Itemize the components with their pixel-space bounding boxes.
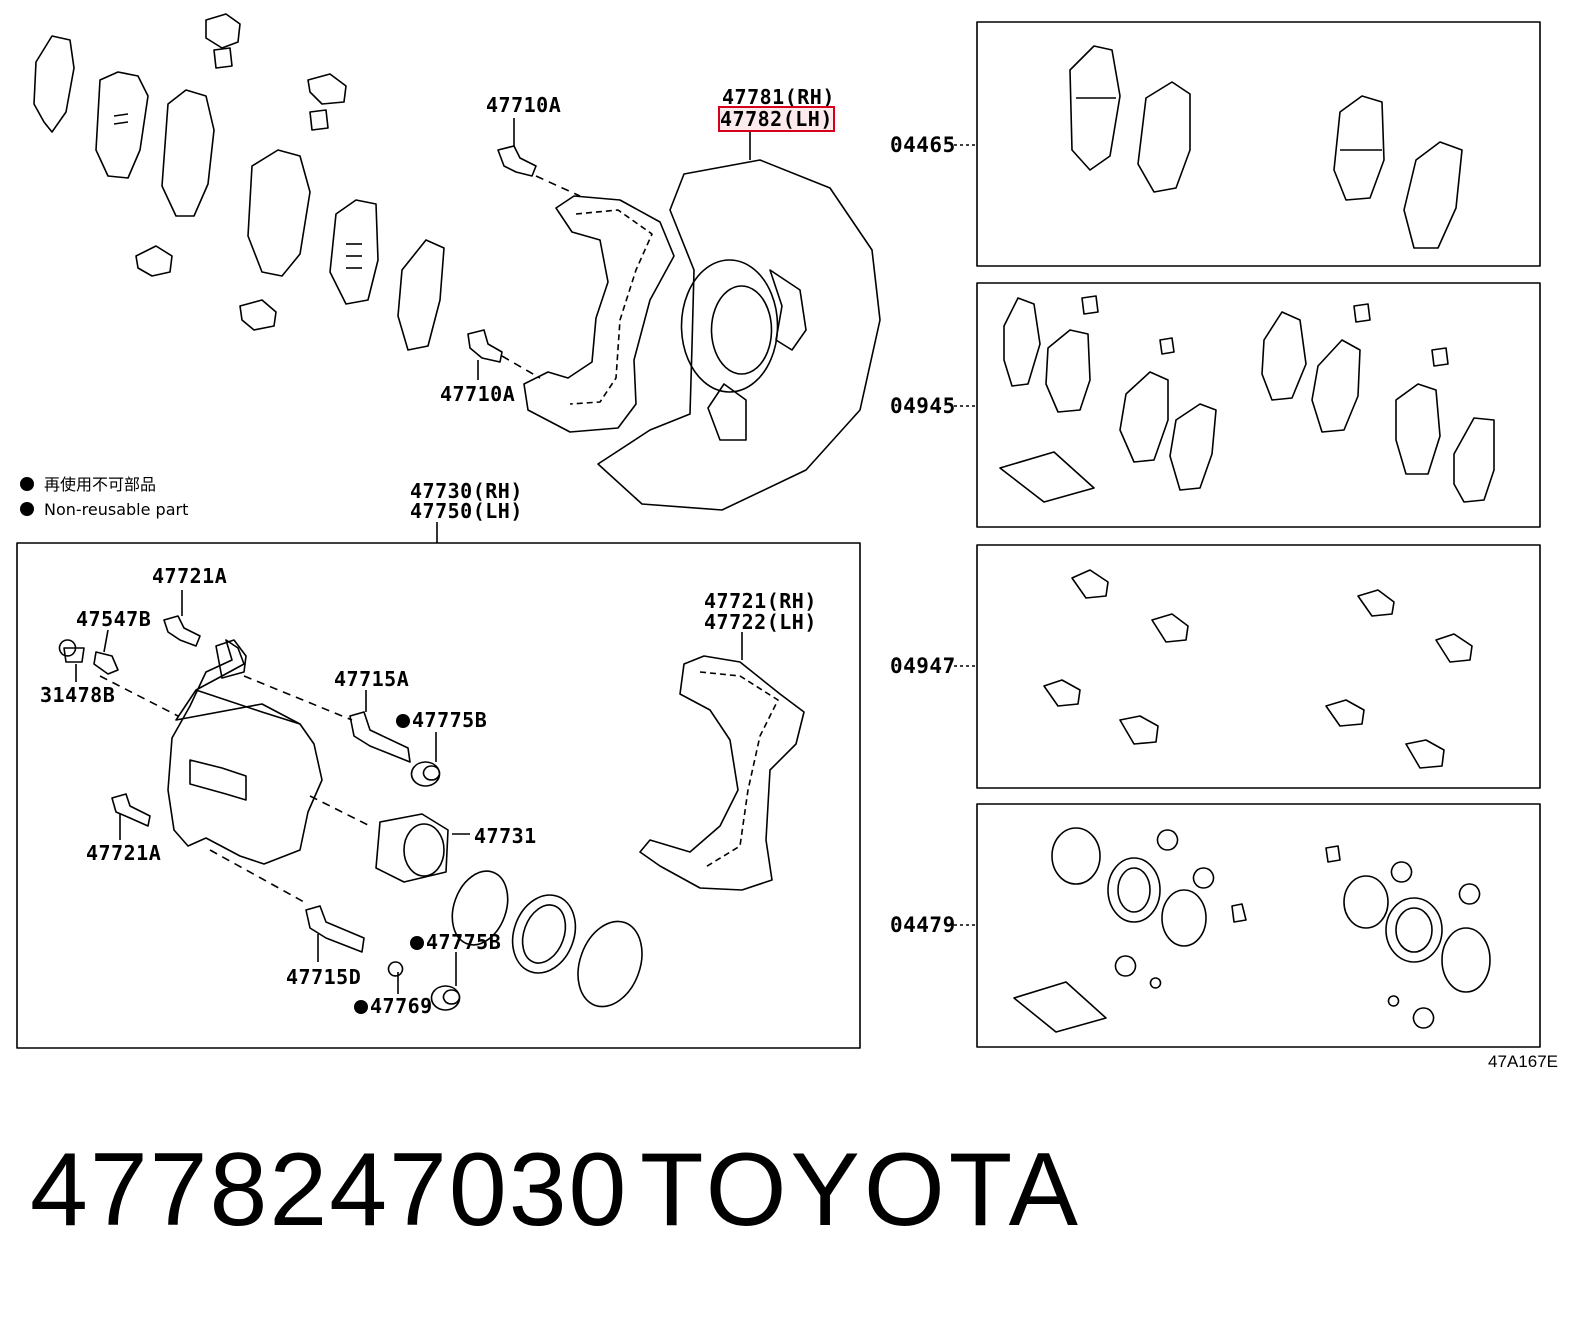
pad-set-top-left bbox=[33, 13, 445, 351]
caliper-body bbox=[99, 639, 371, 903]
caliper-bracket-top bbox=[523, 195, 675, 433]
callout-caliper-lh[interactable]: 47750(LH) bbox=[410, 499, 523, 523]
callout-boot-upper-text: 47775B bbox=[412, 708, 488, 732]
brand-name: TOYOTA bbox=[640, 1132, 1082, 1248]
callout-bleeder-cap[interactable]: 31478B bbox=[40, 683, 116, 707]
legend-japanese-text: 再使用不可部品 bbox=[44, 475, 157, 494]
non-reusable-dot-icon bbox=[410, 936, 424, 950]
legend-japanese: 再使用不可部品 bbox=[20, 475, 156, 495]
callout-caliper-rh[interactable]: 47730(RH) bbox=[410, 479, 523, 503]
kit-code-04945[interactable]: 04945 bbox=[890, 394, 956, 418]
kit-box-04465 bbox=[976, 21, 1541, 267]
callout-seal-small[interactable]: 47769 bbox=[354, 995, 433, 1017]
callout-slide-pin-upper[interactable]: 47715A bbox=[334, 667, 410, 691]
legend-bullet-icon bbox=[20, 477, 34, 491]
callout-boot-lower-text: 47775B bbox=[426, 930, 502, 954]
callout-47710a-top[interactable]: 47710A bbox=[486, 93, 562, 117]
part-number: 4778247030 bbox=[30, 1132, 629, 1248]
kit-04465-pads bbox=[1069, 45, 1463, 249]
callout-slide-pin-lower[interactable]: 47715D bbox=[286, 965, 362, 989]
piston-and-seals bbox=[375, 813, 643, 1008]
kit-box-04479 bbox=[976, 803, 1541, 1048]
caliper-mount-bracket bbox=[639, 632, 805, 891]
kit-box-04945 bbox=[976, 282, 1541, 528]
callout-boot-upper[interactable]: 47775B bbox=[396, 709, 487, 731]
kit-04479-seals bbox=[1013, 827, 1491, 1033]
kit-04945-shims bbox=[999, 295, 1495, 503]
callout-dust-shield-lh-highlighted[interactable]: 47782(LH) bbox=[718, 106, 835, 132]
callout-47721a-upper[interactable]: 47721A bbox=[152, 564, 228, 588]
callout-piston[interactable]: 47731 bbox=[474, 824, 537, 848]
legend-english-text: Non-reusable part bbox=[44, 500, 189, 519]
callout-dust-shield-rh[interactable]: 47781(RH) bbox=[722, 85, 835, 109]
callout-mount-lh[interactable]: 47722(LH) bbox=[704, 610, 817, 634]
callout-bleeder-plug[interactable]: 47547B bbox=[76, 607, 152, 631]
legend-bullet-icon bbox=[20, 502, 34, 516]
non-reusable-dot-icon bbox=[396, 714, 410, 728]
kit-code-04479[interactable]: 04479 bbox=[890, 913, 956, 937]
non-reusable-dot-icon bbox=[354, 1000, 368, 1014]
kit-04947-clips bbox=[1043, 569, 1473, 769]
callout-mount-rh[interactable]: 47721(RH) bbox=[704, 589, 817, 613]
caliper-mount-bolts-top bbox=[467, 118, 581, 380]
callout-seal-small-text: 47769 bbox=[370, 994, 433, 1018]
caliper-assembly-frame bbox=[16, 542, 861, 1049]
callout-boot-lower[interactable]: 47775B bbox=[410, 931, 501, 953]
caliper-hardware bbox=[58, 590, 461, 1011]
kit-code-04947[interactable]: 04947 bbox=[890, 654, 956, 678]
callout-47710a-mid[interactable]: 47710A bbox=[440, 382, 516, 406]
dust-shield bbox=[597, 132, 881, 511]
kit-box-04947 bbox=[976, 544, 1541, 789]
callout-47721a-lower[interactable]: 47721A bbox=[86, 841, 162, 865]
illustration-code: 47A167E bbox=[1488, 1052, 1558, 1071]
kit-code-04465[interactable]: 04465 bbox=[890, 133, 956, 157]
legend-english: Non-reusable part bbox=[20, 500, 188, 520]
